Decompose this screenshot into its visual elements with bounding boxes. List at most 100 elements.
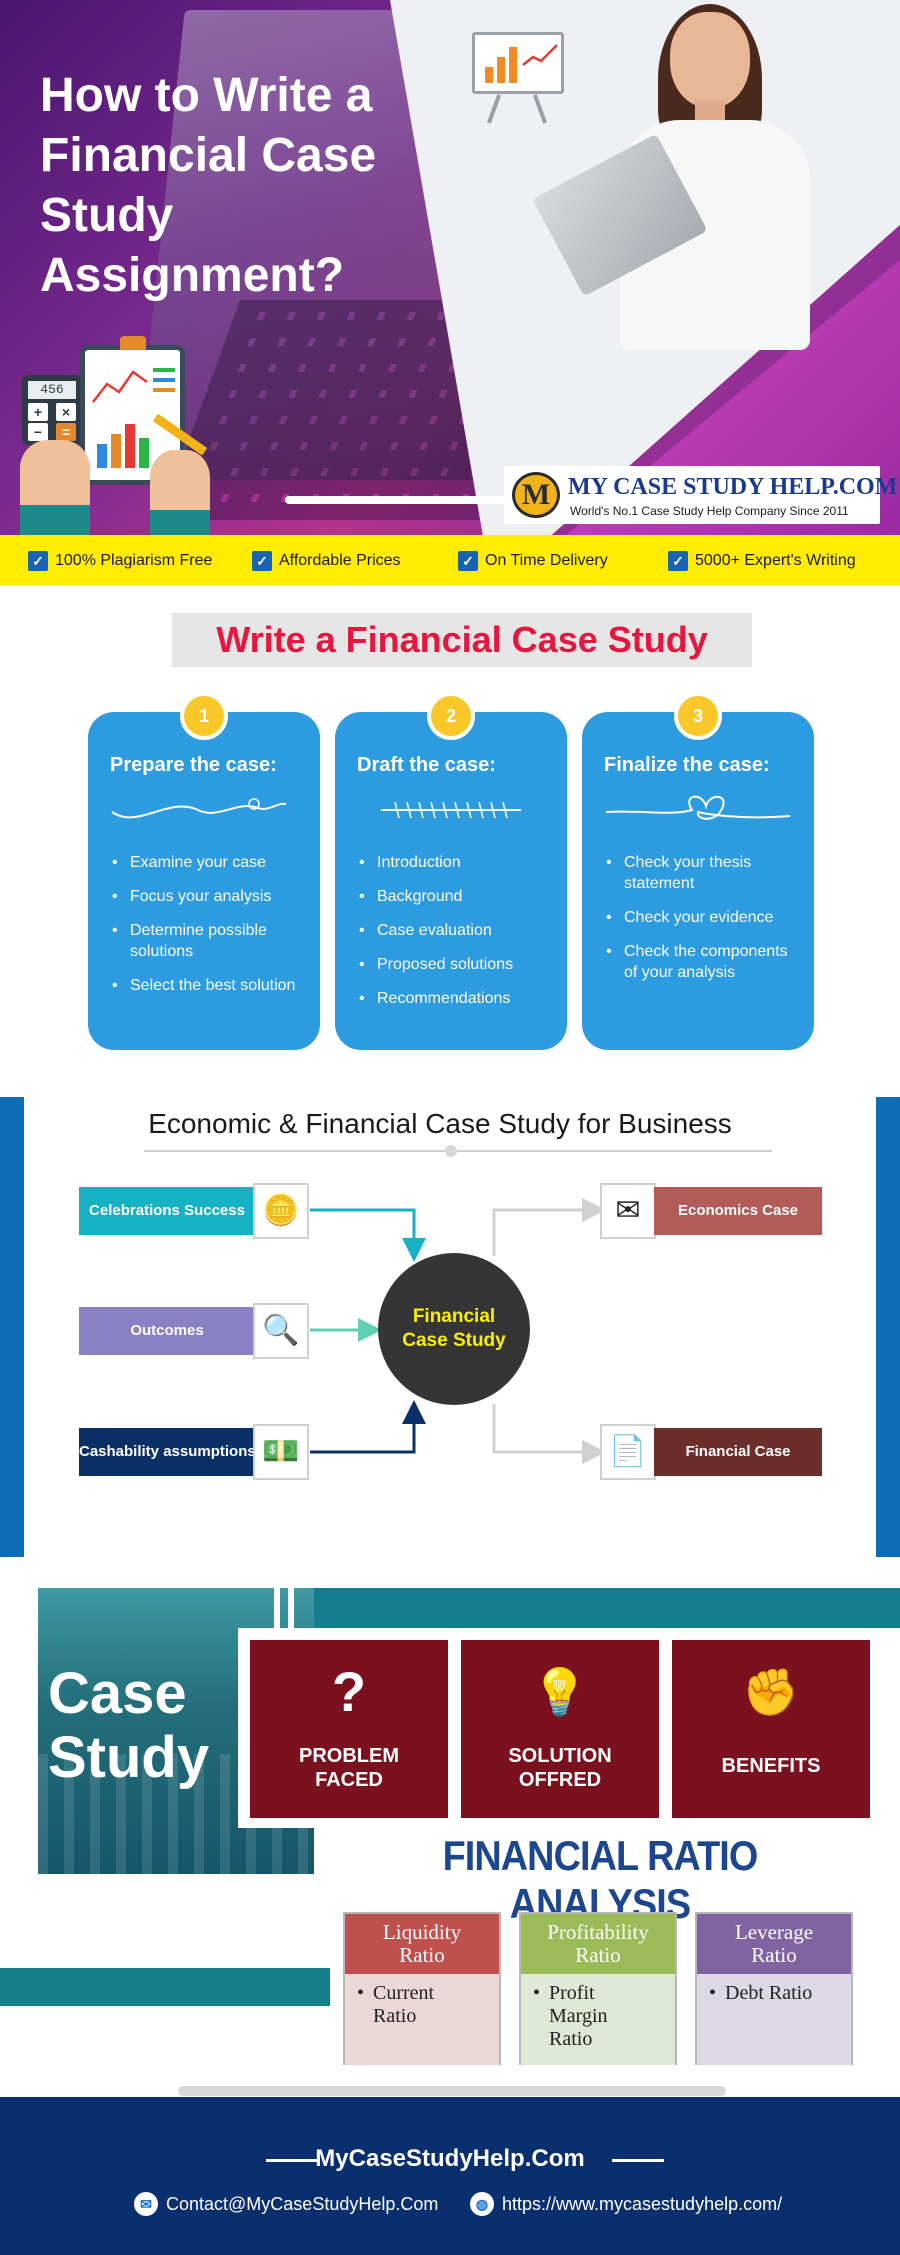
box-label-line2: OFFRED: [518, 1769, 602, 1791]
checkbox-icon: ✓: [668, 551, 688, 571]
document-icon: 📄: [600, 1424, 656, 1480]
swirl-decoration: [111, 798, 287, 819]
calculator-icon: 456 +× −=: [22, 375, 82, 445]
footer-website-link[interactable]: ◍ https://www.mycasestudyhelp.com/: [470, 2191, 782, 2217]
box-label-line1: PROBLEM: [299, 1745, 399, 1767]
step-card-draft: 2 Draft the case: Introduction Backgroun…: [335, 692, 567, 1050]
hero-divider: [285, 496, 515, 504]
step-item: Introduction: [357, 852, 557, 873]
heart-loop-decoration: [605, 795, 791, 820]
pillar-decoration: [274, 1588, 294, 1638]
step-number-badge: 3: [674, 692, 722, 740]
step-item: Examine your case: [110, 852, 310, 873]
step-item: Select the best solution: [110, 975, 310, 996]
economic-title: Economic & Financial Case Study for Busi…: [148, 1108, 732, 1139]
ratio-head-line2: Ratio: [399, 1943, 445, 1967]
hand-graphic: [150, 450, 210, 520]
step-number-badge: 2: [427, 692, 475, 740]
email-icon: ✉: [134, 2192, 158, 2216]
box-label-line2: FACED: [315, 1769, 383, 1791]
ratio-item-line1: Profit: [549, 1982, 595, 2004]
brand-logo-icon: M: [512, 472, 560, 518]
feature-label: Affordable Prices: [279, 552, 401, 569]
step-item: Check your thesis statement: [604, 852, 804, 894]
footer-email-link[interactable]: ✉ Contact@MyCaseStudyHelp.Com: [134, 2191, 438, 2217]
step-item: Case evaluation: [357, 920, 557, 941]
footer-brand: MyCaseStudyHelp.Com: [315, 2145, 585, 2172]
side-accent-bar: [876, 1097, 900, 1557]
feature-label: 100% Plagiarism Free: [55, 552, 213, 569]
ratio-item-line1: Current: [373, 1982, 435, 2004]
teal-band-bottom: [0, 1968, 330, 2006]
brand-tagline: World's No.1 Case Study Help Company Sin…: [570, 504, 849, 518]
ratio-head-line1: Profitability: [547, 1920, 649, 1944]
footer-website[interactable]: https://www.mycasestudyhelp.com/: [502, 2193, 783, 2214]
hand-graphic: [20, 440, 90, 510]
ratio-head-line2: Ratio: [575, 1943, 621, 1967]
benefits-box: ✊ BENEFITS: [672, 1640, 870, 1818]
ratio-head-line2: Ratio: [751, 1943, 797, 1967]
footer-rule-right: [612, 2159, 664, 2162]
ratio-item-line1: Debt Ratio: [725, 1982, 813, 2004]
teal-band-top: [280, 1588, 900, 1628]
case-study-heading-line2: Study: [48, 1725, 210, 1790]
ratio-head-line1: Leverage: [734, 1920, 814, 1944]
stitch-decoration: [381, 801, 521, 819]
step-card-finalize: 3 Finalize the case: Check your thesis s…: [582, 692, 814, 1050]
ratio-head-line1: Liquidity: [382, 1920, 462, 1944]
step-number-badge: 1: [180, 692, 228, 740]
ratio-item-line3: Ratio: [549, 2028, 593, 2050]
side-accent-bar: [0, 1097, 24, 1557]
step-item: Determine possible solutions: [110, 920, 310, 962]
input-label-cashability: Cashability assumptions: [79, 1428, 256, 1476]
step-title: Prepare the case:: [110, 754, 277, 776]
magnifier-icon: 🔍: [253, 1303, 309, 1359]
step-item: Focus your analysis: [110, 886, 310, 907]
question-mark-icon: ?: [331, 1660, 367, 1723]
brand-name: MY CASE STUDY HELP.COM: [568, 474, 898, 500]
feature-item: ✓ 100% Plagiarism Free: [28, 550, 212, 572]
output-label-financial-case: Financial Case: [654, 1428, 822, 1476]
ratio-item-line2: Margin: [549, 2005, 608, 2027]
features-bar: ✓ 100% Plagiarism Free ✓ Affordable Pric…: [0, 535, 900, 585]
center-circle: Financial Case Study: [378, 1253, 530, 1405]
step-item: Background: [357, 886, 557, 907]
case-study-heading-line1: Case: [48, 1661, 187, 1726]
envelope-money-icon: ✉: [600, 1183, 656, 1239]
cash-icon: 💵: [253, 1424, 309, 1480]
case-study-heading: Case Study: [48, 1662, 209, 1790]
section-title: Write a Financial Case Study: [216, 619, 708, 660]
woman-with-laptop-photo: [532, 4, 820, 350]
coins-icon: 🪙: [253, 1183, 309, 1239]
hero-title: How to Write a Financial Case Study Assi…: [40, 69, 377, 302]
step-title: Finalize the case:: [604, 754, 770, 776]
footer-top-divider: [178, 2086, 726, 2096]
title-underline: [144, 1150, 772, 1152]
leverage-ratio-card: Leverage Ratio Debt Ratio: [695, 1912, 853, 2065]
step-item: Recommendations: [357, 988, 557, 1009]
center-label-line1: Financial: [412, 1306, 496, 1327]
checkbox-icon: ✓: [252, 551, 272, 571]
step-item: Proposed solutions: [357, 954, 557, 975]
flow-connectors: [310, 1198, 606, 1464]
step-item: Check the components of your analysis: [604, 941, 804, 983]
title-underline-dot: [445, 1145, 457, 1157]
step-card-prepare: 1 Prepare the case: Examine your case Fo…: [88, 692, 320, 1050]
footer-rule-left: [266, 2159, 318, 2162]
input-label-outcomes: Outcomes: [79, 1307, 255, 1355]
checkbox-icon: ✓: [28, 551, 48, 571]
checkbox-icon: ✓: [458, 551, 478, 571]
chart-easel-icon: [468, 26, 568, 126]
box-label-line1: SOLUTION: [508, 1745, 612, 1767]
output-label-economics-case: Economics Case: [654, 1187, 822, 1235]
footer-email[interactable]: Contact@MyCaseStudyHelp.Com: [166, 2193, 439, 2214]
hero-banner: How to Write a Financial Case Study Assi…: [0, 0, 900, 535]
step-item: Check your evidence: [604, 907, 804, 928]
step-title: Draft the case:: [357, 754, 496, 776]
brand-logo-box[interactable]: M MY CASE STUDY HELP.COM World's No.1 Ca…: [504, 466, 898, 524]
box-label-line1: BENEFITS: [721, 1755, 821, 1777]
